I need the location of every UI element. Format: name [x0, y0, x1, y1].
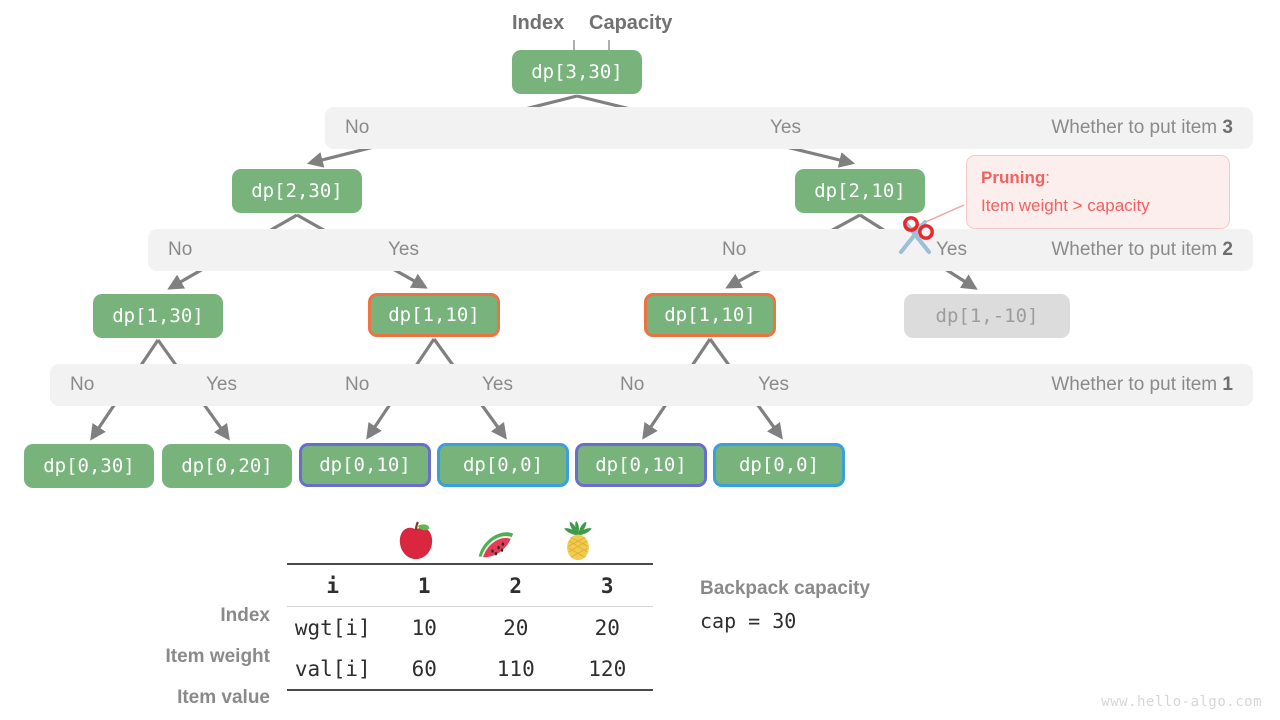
watermelon-icon	[478, 532, 514, 558]
scissors-icon	[898, 216, 934, 255]
row-label-index: Index	[220, 605, 270, 626]
band-row-title-item-number: 3	[1222, 117, 1233, 138]
band-row-title-text: Whether to put item	[1051, 239, 1223, 260]
cell-value: 1	[378, 563, 470, 607]
band-row-title: Whether to put item 2	[983, 229, 1233, 271]
decision-band-item-3	[325, 107, 1253, 149]
tree-node-label: dp[1,-10]	[935, 305, 1039, 327]
decision-band-item-2	[148, 229, 1253, 271]
cell-value: 2	[470, 563, 562, 607]
table-row: val[i] 60 110 120	[287, 648, 653, 691]
band-row-title-text: Whether to put item	[1051, 117, 1223, 138]
table-row: i 1 2 3	[287, 563, 653, 607]
apple-icon	[399, 521, 433, 560]
branch-label-yes: Yes	[388, 239, 419, 260]
cell-value: 20	[470, 606, 562, 648]
tree-node-root: dp[3,30]	[512, 50, 642, 94]
cell-value: 3	[561, 563, 653, 607]
tree-node-n1_30: dp[1,30]	[93, 294, 223, 338]
cell-value: 120	[561, 648, 653, 691]
band-row-title-item-number: 2	[1222, 239, 1233, 260]
branch-label-yes: Yes	[936, 239, 967, 260]
tree-node-label: dp[0,10]	[319, 454, 411, 476]
band-row-title-text: Whether to put item	[1051, 374, 1223, 395]
item-emoji-row	[287, 521, 653, 563]
cell-value: 110	[470, 648, 562, 691]
pruning-colon: :	[1045, 168, 1050, 187]
capacity-code: cap = 30	[700, 609, 797, 633]
branch-label-no: No	[70, 374, 95, 395]
capacity-header-label: Capacity	[589, 12, 673, 34]
items-table: i 1 2 3 wgt[i] 10 20 20 val[i] 60 110 12…	[287, 563, 653, 691]
tree-node-label: dp[0,0]	[738, 454, 820, 476]
branch-label-yes: Yes	[758, 374, 789, 395]
branch-label-no: No	[722, 239, 747, 260]
pruning-text: Item weight > capacity	[981, 196, 1150, 215]
tree-node-l0_0b: dp[0,0]	[713, 443, 845, 487]
band-row-title: Whether to put item 3	[983, 107, 1233, 149]
cell-value: 60	[378, 648, 470, 691]
branch-label-no: No	[345, 117, 370, 138]
tree-node-label: dp[0,10]	[595, 454, 687, 476]
tree-node-l0_10b: dp[0,10]	[575, 443, 707, 487]
branch-label-yes: Yes	[482, 374, 513, 395]
band-row-title-item-number: 1	[1222, 374, 1233, 395]
pruning-title: Pruning	[981, 168, 1046, 187]
cell-row-name: i	[287, 563, 379, 607]
tree-node-label: dp[3,30]	[531, 61, 623, 83]
tree-node-l0_10a: dp[0,10]	[299, 443, 431, 487]
branch-label-yes: Yes	[770, 117, 801, 138]
branch-label-no: No	[620, 374, 645, 395]
tree-node-label: dp[1,30]	[112, 305, 204, 327]
tree-node-label: dp[0,20]	[181, 455, 273, 477]
tree-node-l0_30: dp[0,30]	[24, 444, 154, 488]
index-header-label: Index	[512, 12, 565, 34]
tree-node-label: dp[0,30]	[43, 455, 135, 477]
tree-node-n1_10b: dp[1,10]	[644, 293, 776, 337]
tree-node-l0_0a: dp[0,0]	[437, 443, 569, 487]
row-label-item-weight: Item weight	[165, 646, 270, 667]
cell-value: 10	[378, 606, 470, 648]
branch-label-no: No	[345, 374, 370, 395]
tree-node-label: dp[1,10]	[664, 304, 756, 326]
tree-node-label: dp[0,0]	[462, 454, 544, 476]
table-row: wgt[i] 10 20 20	[287, 606, 653, 648]
tree-node-n1_10a: dp[1,10]	[368, 293, 500, 337]
watermark: www.hello-algo.com	[1101, 694, 1262, 710]
tree-node-label: dp[2,10]	[814, 180, 906, 202]
tree-node-l0_20: dp[0,20]	[162, 444, 292, 488]
row-label-item-value: Item value	[177, 687, 270, 708]
tree-node-n2_30: dp[2,30]	[232, 169, 362, 213]
capacity-block: Backpack capacity cap = 30	[700, 578, 870, 633]
band-row-title: Whether to put item 1	[983, 364, 1233, 406]
tree-node-label: dp[2,30]	[251, 180, 343, 202]
branch-label-no: No	[168, 239, 193, 260]
capacity-title: Backpack capacity	[700, 578, 871, 599]
cell-value: 20	[561, 606, 653, 648]
branch-label-yes: Yes	[206, 374, 237, 395]
tree-node-n2_10: dp[2,10]	[795, 169, 925, 213]
tree-node-n1_neg: dp[1,-10]	[904, 294, 1070, 338]
pineapple-icon	[564, 521, 592, 561]
tree-node-label: dp[1,10]	[388, 304, 480, 326]
decision-band-item-1	[50, 364, 1253, 406]
cell-row-name: wgt[i]	[287, 606, 379, 648]
pruning-callout: Pruning: Item weight > capacity	[966, 155, 1230, 229]
cell-row-name: val[i]	[287, 648, 379, 691]
